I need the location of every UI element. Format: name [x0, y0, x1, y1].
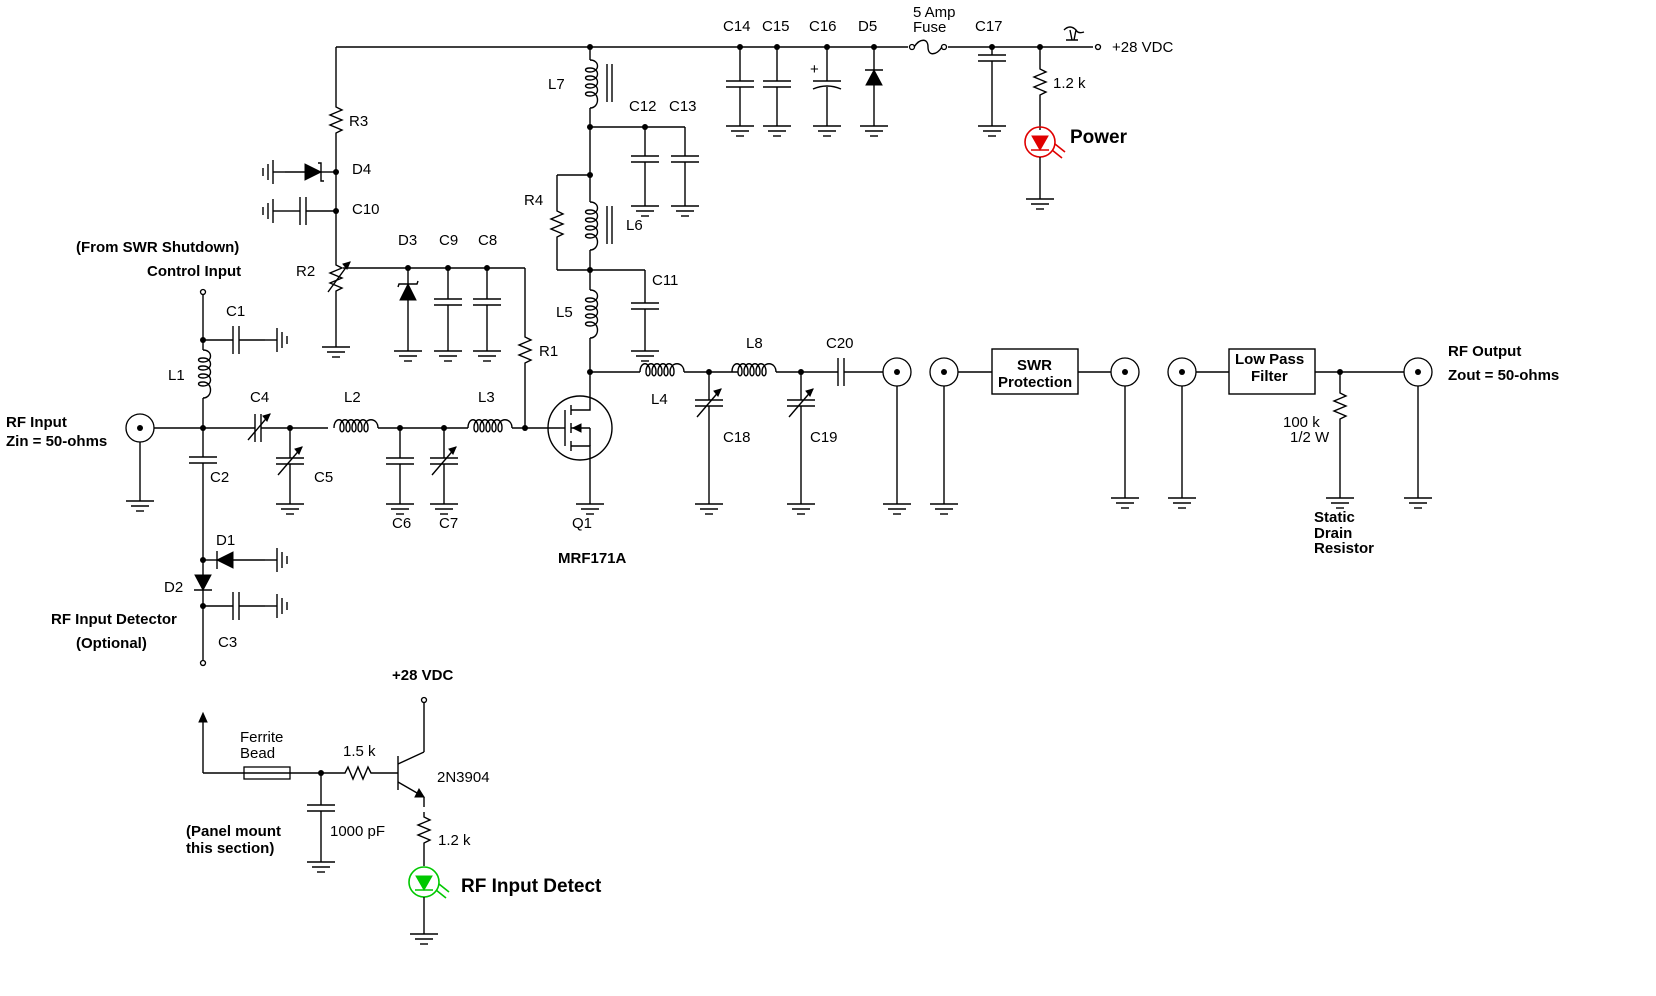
label-c13: C13	[669, 98, 697, 115]
label-ferrite-2: Bead	[240, 745, 275, 762]
detect-led-icon	[408, 866, 450, 899]
swr-protection-block	[991, 348, 1079, 395]
label-c12: C12	[629, 98, 657, 115]
low-pass-filter-block	[1228, 348, 1316, 395]
label-transistor: 2N3904	[437, 769, 490, 786]
gate-bias: R3 D4 C10 R2 D3 C9 C8 R1	[262, 47, 558, 428]
label-swr-1: SWR	[1017, 357, 1052, 374]
label-c3: C3	[218, 634, 237, 651]
label-ferrite-1: Ferrite	[240, 729, 283, 746]
label-rf-detector-2: (Optional)	[76, 635, 147, 652]
label-q1-part: MRF171A	[558, 550, 627, 567]
label-l8: L8	[746, 335, 763, 352]
label-control-input: Control Input	[147, 263, 241, 280]
label-c4: C4	[250, 389, 269, 406]
drain-feed: L7 C12 C13 R4 L6 C11 L5	[524, 47, 700, 370]
label-static-2: Drain	[1314, 525, 1352, 542]
label-c11: C11	[652, 272, 678, 289]
input-network: RF Input Zin = 50-ohms (From SWR Shutdow…	[6, 239, 560, 667]
label-d1: D1	[216, 532, 235, 549]
output-network: L4 C18 L8 C19 C20 SWR Protection Low Pas…	[590, 335, 1559, 557]
label-static-1: Static	[1314, 509, 1355, 526]
label-rf-output-2: Zout = 50-ohms	[1448, 367, 1559, 384]
supply-label-top: +28 VDC	[1112, 39, 1173, 56]
label-r4: R4	[524, 192, 543, 209]
fuse-icon: 5 Amp Fuse	[908, 4, 956, 55]
label-l2: L2	[344, 389, 361, 406]
mosfet-icon: Q1 MRF171A	[547, 369, 627, 567]
label-rf-input-detect: RF Input Detect	[461, 876, 602, 897]
label-r-led: 1.2 k	[438, 832, 471, 849]
power-led-branch: 1.2 k Power	[1024, 47, 1128, 210]
label-l6: L6	[626, 217, 643, 234]
label-rf-output-1: RF Output	[1448, 343, 1521, 360]
label-swr-shutdown: (From SWR Shutdown)	[76, 239, 239, 256]
supply-rail: +28 VDC	[336, 26, 1173, 56]
label-l1: L1	[168, 367, 185, 384]
label-c1: C1	[226, 303, 245, 320]
label-c6: C6	[392, 515, 411, 532]
rail-capacitors: + C14 C15 C16 D5 C17	[723, 18, 1007, 137]
c16-plus: +	[810, 61, 819, 78]
label-d5: D5	[858, 18, 877, 35]
label-c15: C15	[762, 18, 790, 35]
label-r1: R1	[539, 343, 558, 360]
power-led-icon	[1024, 126, 1066, 159]
label-lpf-2: Filter	[1251, 368, 1288, 385]
label-fuse-2: Fuse	[913, 19, 946, 36]
label-c2: C2	[210, 469, 229, 486]
label-c9: C9	[439, 232, 458, 249]
label-c14: C14	[723, 18, 751, 35]
label-d4: D4	[352, 161, 371, 178]
label-c20: C20	[826, 335, 854, 352]
label-panel-1: (Panel mount	[186, 823, 281, 840]
label-c17: C17	[975, 18, 1003, 35]
label-r-power: 1.2 k	[1053, 75, 1086, 92]
label-l7: L7	[548, 76, 565, 93]
label-lpf-1: Low Pass	[1235, 351, 1304, 368]
label-rf-detector-1: RF Input Detector	[51, 611, 177, 628]
ferrite-bead-icon	[243, 766, 291, 780]
label-r-static-2: 1/2 W	[1290, 429, 1330, 446]
label-rf-input-1: RF Input	[6, 414, 67, 431]
label-fuse-1: 5 Amp	[913, 4, 956, 21]
label-l3: L3	[478, 389, 495, 406]
label-d2: D2	[164, 579, 183, 596]
label-l4: L4	[651, 391, 668, 408]
label-c7: C7	[439, 515, 458, 532]
label-swr-2: Protection	[998, 374, 1072, 391]
label-c16: C16	[809, 18, 837, 35]
rf-detect-circuit: Ferrite Bead 1000 pF (Panel mount this s…	[186, 667, 602, 945]
label-rf-input-2: Zin = 50-ohms	[6, 433, 107, 450]
label-c-panel: 1000 pF	[330, 823, 385, 840]
label-c19: C19	[810, 429, 838, 446]
npn-transistor-icon	[397, 703, 425, 807]
label-r3: R3	[349, 113, 368, 130]
label-r-base: 1.5 k	[343, 743, 376, 760]
label-l5: L5	[556, 304, 573, 321]
label-r-static-1: 100 k	[1283, 414, 1320, 431]
label-r2: R2	[296, 263, 315, 280]
label-c5: C5	[314, 469, 333, 486]
label-d3: D3	[398, 232, 417, 249]
label-panel-2: this section)	[186, 840, 274, 857]
label-power-led: Power	[1070, 127, 1128, 148]
bird-logo-icon	[1063, 26, 1085, 41]
label-c18: C18	[723, 429, 751, 446]
label-q1: Q1	[572, 515, 592, 532]
label-supply-bottom: +28 VDC	[392, 667, 453, 684]
label-c10: C10	[352, 201, 380, 218]
label-c8: C8	[478, 232, 497, 249]
label-static-3: Resistor	[1314, 540, 1374, 557]
